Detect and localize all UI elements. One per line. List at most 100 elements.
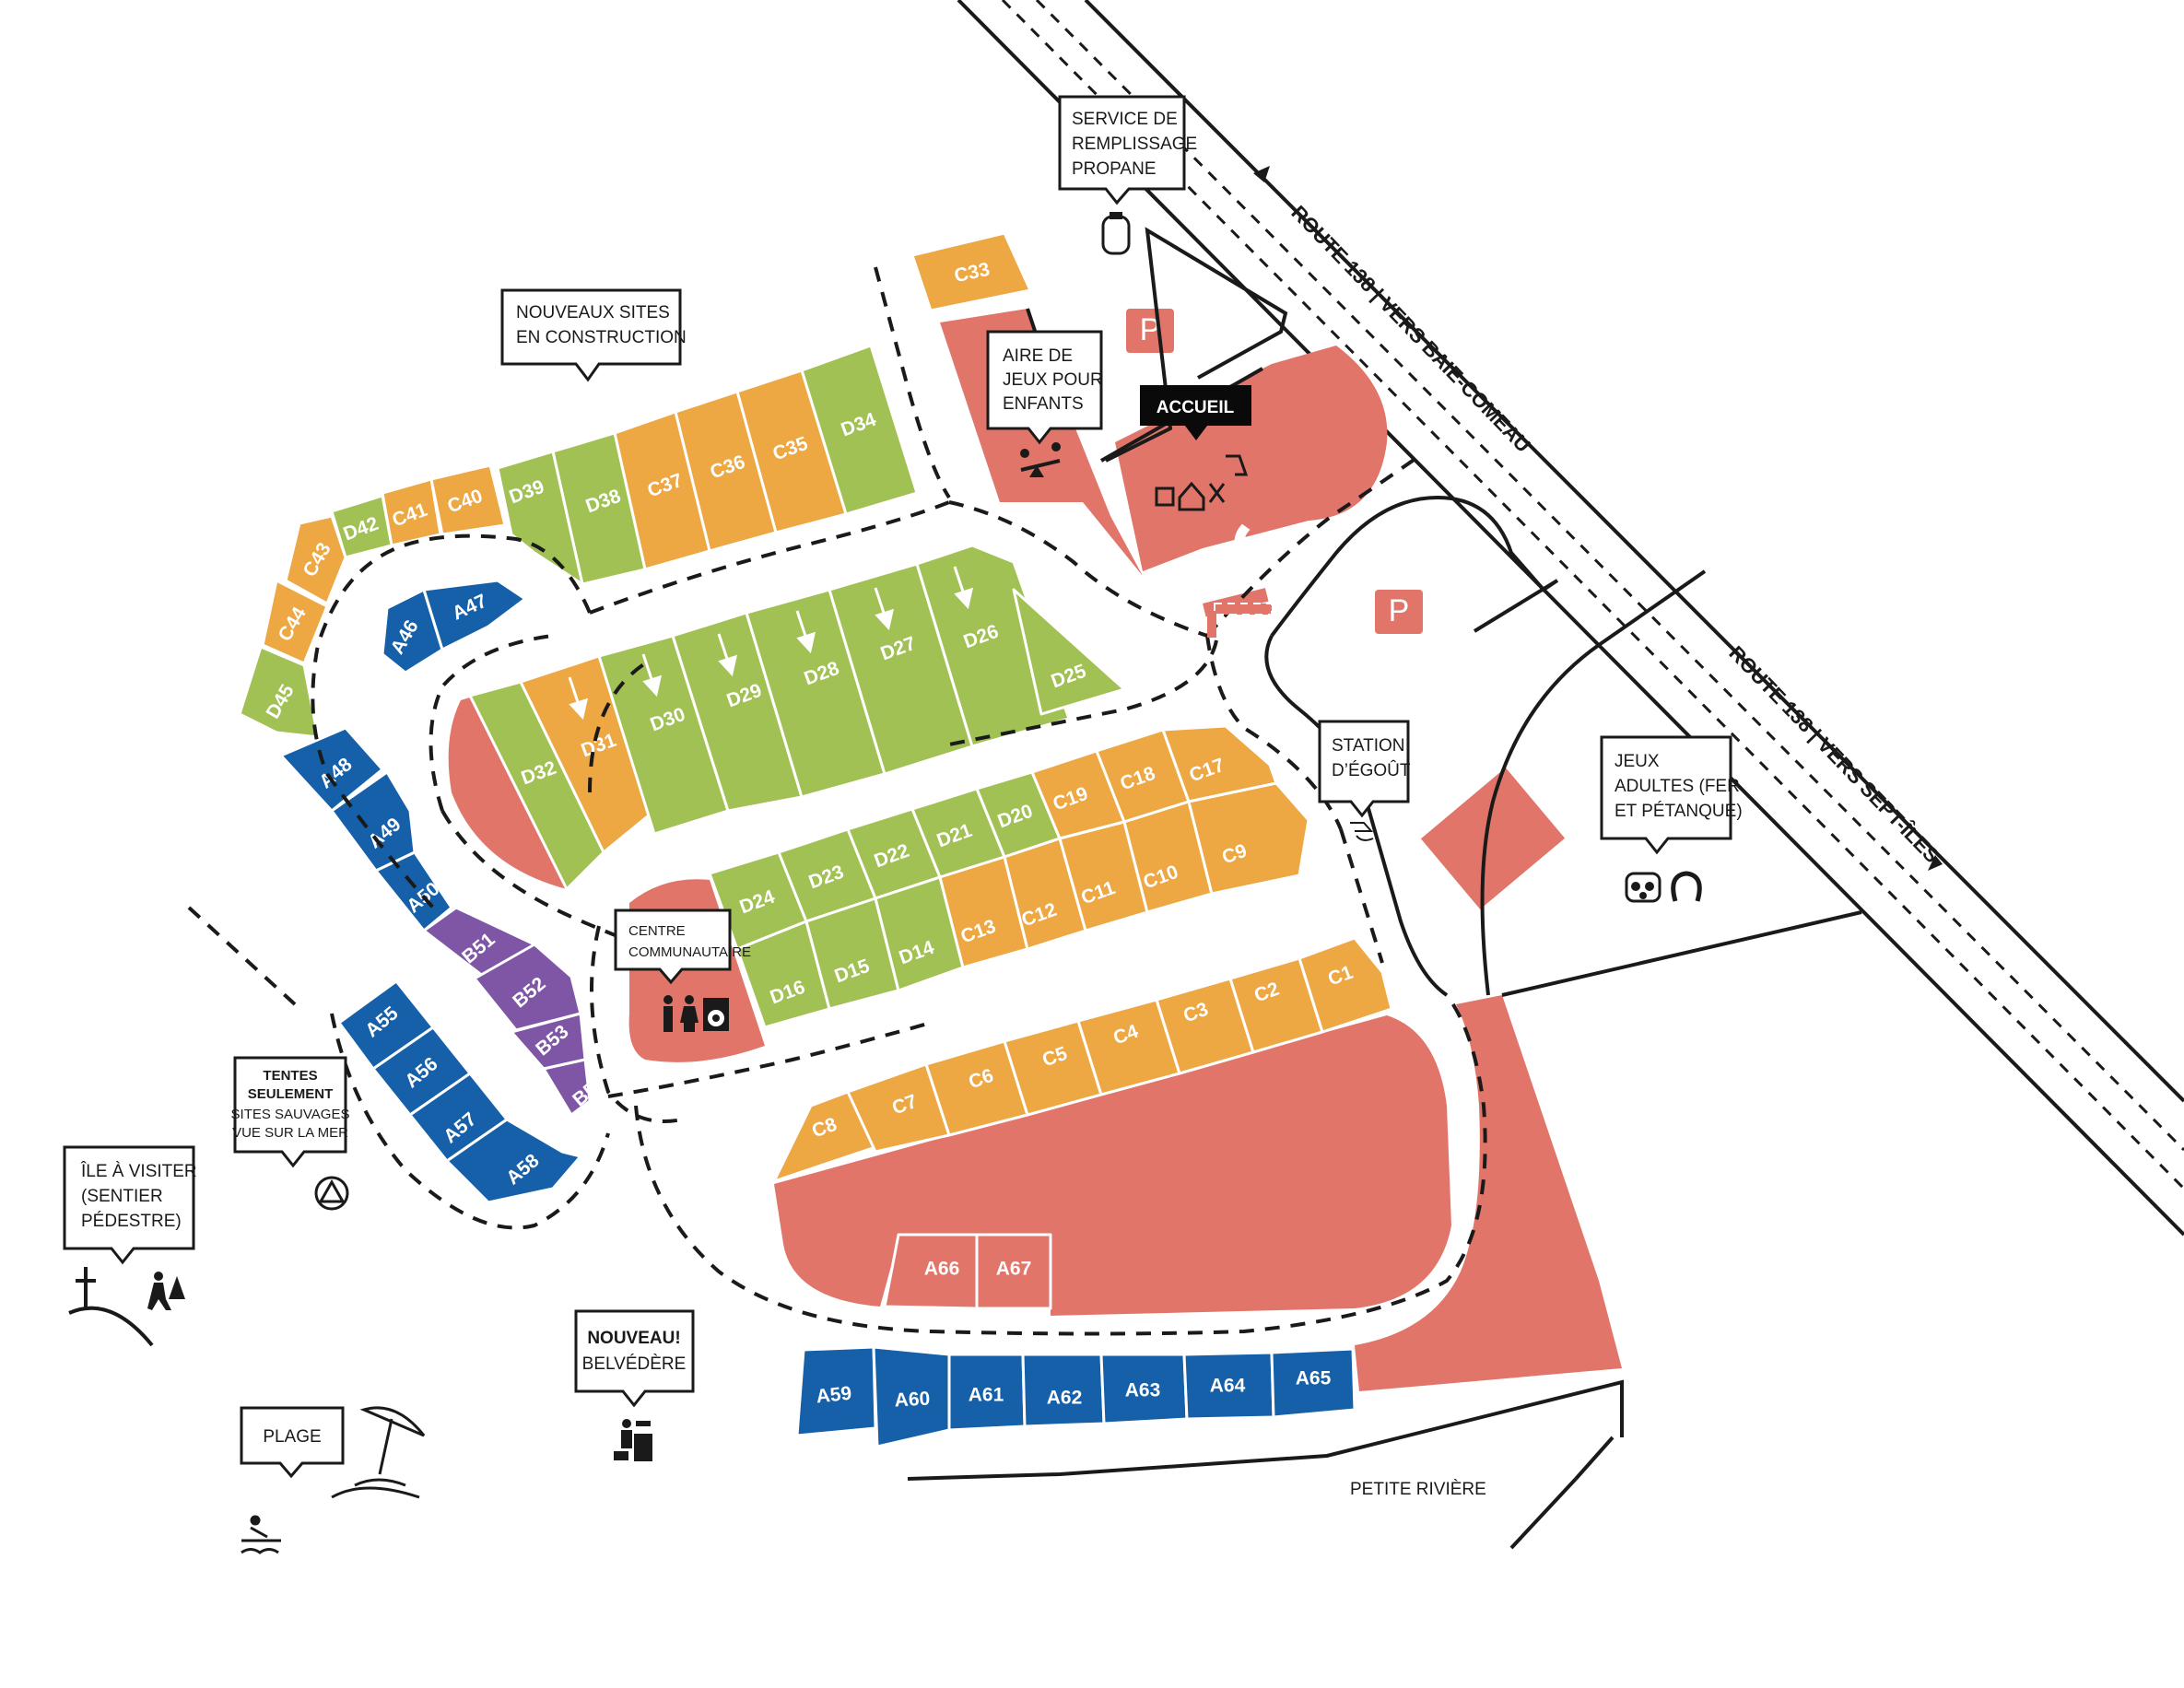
site-D27[interactable]: D27 — [828, 562, 974, 776]
hiker-icon — [147, 1272, 185, 1310]
site-C35[interactable]: C35 — [735, 369, 848, 534]
svg-text:A67: A67 — [996, 1259, 1032, 1280]
site-C44[interactable]: C44 — [261, 579, 329, 665]
propane-line-1: SERVICE DE — [1072, 110, 1178, 129]
site-D30[interactable]: D30 — [597, 634, 730, 836]
site-C40[interactable]: C40 — [429, 463, 507, 536]
playground-line-3: ENFANTS — [1003, 394, 1084, 414]
site-D14[interactable]: D14 — [874, 875, 965, 992]
direction-arrow-icon — [1928, 855, 1943, 871]
site-D23[interactable]: D23 — [777, 827, 877, 923]
site-B52[interactable]: B52 — [473, 943, 582, 1032]
callout-lookout: NOUVEAU! BELVÉDÈRE — [574, 1309, 695, 1461]
direction-arrow-icon — [1253, 166, 1270, 182]
site-C9[interactable]: C9 — [1187, 781, 1310, 896]
site-D21[interactable]: D21 — [910, 787, 1006, 879]
site-A59[interactable]: A59 — [795, 1345, 877, 1437]
reception-label: ACCUEIL — [1157, 398, 1235, 417]
site-A58[interactable]: A58 — [445, 1118, 582, 1204]
beach-label: PLAGE — [263, 1427, 321, 1447]
site-C8[interactable]: C8 — [772, 1090, 877, 1183]
propane-line-2: REMPLISSAGE — [1072, 135, 1197, 154]
tent-icon — [314, 1176, 349, 1211]
road-label-text: ROUTE 138 | VERS SEPT-ÎLES — [1724, 641, 1943, 867]
site-C17[interactable]: C17 — [1161, 724, 1278, 803]
sewer-dump-icon — [1350, 822, 1374, 841]
site-C2[interactable]: C2 — [1228, 956, 1324, 1054]
playground-seesaw-icon — [1020, 442, 1061, 477]
callout-island: ÎLE À VISITER (SENTIER PÉDESTRE) — [63, 1145, 197, 1347]
site-C41[interactable]: C41 — [381, 477, 442, 547]
parking-area-top: P — [1126, 309, 1174, 353]
site-C6[interactable]: C6 — [924, 1039, 1029, 1137]
callout-playground: AIRE DE JEUX POUR ENFANTS — [986, 330, 1103, 477]
site-D31[interactable]: D31 — [519, 654, 656, 854]
site-C10[interactable]: C10 — [1122, 800, 1214, 914]
horseshoe-icon — [1671, 871, 1702, 902]
adult-games-line-2: ADULTES (FER — [1615, 777, 1740, 796]
site-A60[interactable]: A60 — [872, 1345, 951, 1448]
site-A61[interactable]: A61 — [947, 1353, 1027, 1432]
tents-sub-line-1: SITES SAUVAGES — [231, 1107, 350, 1122]
site-A46[interactable]: A46 — [381, 588, 444, 674]
salmon-areas — [448, 309, 1622, 1391]
site-D25[interactable]: D25 — [1012, 588, 1126, 716]
propane-tank-icon — [1101, 212, 1131, 255]
site-D20[interactable]: D20 — [975, 770, 1062, 859]
callout-adult-games: JEUX ADULTES (FER ET PÉTANQUE) — [1600, 735, 1743, 903]
callout-propane: SERVICE DE REMPLISSAGE PROPANE — [1058, 95, 1197, 255]
site-C19[interactable]: C19 — [1030, 749, 1126, 840]
site-A49[interactable]: A49 — [330, 770, 417, 873]
site-A63[interactable]: A63 — [1099, 1353, 1189, 1425]
site-D42[interactable]: D42 — [330, 494, 393, 559]
restroom-icon — [663, 995, 699, 1032]
site-A66[interactable]: A66 — [883, 1233, 979, 1310]
petanque-icon — [1625, 872, 1661, 903]
site-B53[interactable]: B53 — [510, 1012, 587, 1071]
svg-text:A62: A62 — [1047, 1388, 1083, 1409]
site-D22[interactable]: D22 — [846, 807, 942, 900]
callout-reception: ACCUEIL — [1140, 385, 1251, 555]
community-line-2: COMMUNAUTAIRE — [628, 944, 751, 960]
site-A62[interactable]: A62 — [1021, 1353, 1106, 1428]
site-A56[interactable]: A56 — [371, 1026, 472, 1117]
site-C1[interactable]: C1 — [1297, 936, 1393, 1034]
gate-barrier-icon — [1207, 603, 1273, 638]
svg-text:A61: A61 — [969, 1385, 1004, 1406]
lookout-title: NOUVEAU! — [587, 1329, 680, 1348]
new-sites-line-1: NOUVEAUX SITES — [516, 303, 670, 322]
phone-icon — [1234, 523, 1251, 555]
river-label: PETITE RIVIÈRE — [1350, 1480, 1486, 1499]
adult-games-line-1: JEUX — [1615, 752, 1660, 771]
new-sites-line-2: EN CONSTRUCTION — [516, 328, 687, 347]
site-C33[interactable]: C33 — [910, 231, 1032, 312]
lookout-sub: BELVÉDÈRE — [582, 1354, 687, 1374]
community-line-1: CENTRE — [628, 923, 686, 939]
site-A65[interactable]: A65 — [1270, 1347, 1356, 1419]
island-line-1: ÎLE À VISITER — [80, 1161, 197, 1181]
site-C3[interactable]: C3 — [1155, 977, 1255, 1075]
playground-line-2: JEUX POUR — [1003, 370, 1103, 390]
laundry-icon — [703, 998, 729, 1031]
site-A47[interactable]: A47 — [422, 579, 527, 651]
site-D39[interactable]: D39 — [496, 450, 584, 586]
svg-text:A64: A64 — [1210, 1376, 1246, 1397]
sewer-line-2: D’ÉGOÛT — [1332, 760, 1411, 780]
site-A67[interactable]: A67 — [975, 1233, 1052, 1310]
playground-line-1: AIRE DE — [1003, 346, 1073, 366]
site-A48[interactable]: A48 — [279, 726, 384, 813]
site-C43[interactable]: C43 — [284, 514, 347, 605]
site-A64[interactable]: A64 — [1182, 1351, 1275, 1421]
site-D38[interactable]: D38 — [551, 431, 647, 586]
parking-label: P — [1140, 312, 1161, 347]
cross-hill-icon — [68, 1267, 154, 1347]
svg-text:A63: A63 — [1125, 1380, 1161, 1401]
site-D15[interactable]: D15 — [804, 897, 900, 1011]
callout-tents: TENTES SEULEMENT SITES SAUVAGES VUE SUR … — [231, 1056, 350, 1211]
site-D26[interactable]: D26 — [915, 544, 1071, 748]
island-line-2: (SENTIER — [81, 1187, 163, 1206]
tents-title-line-1: TENTES — [263, 1068, 317, 1084]
site-D45[interactable]: D45 — [238, 645, 320, 739]
reception-services-icon — [1155, 454, 1249, 511]
